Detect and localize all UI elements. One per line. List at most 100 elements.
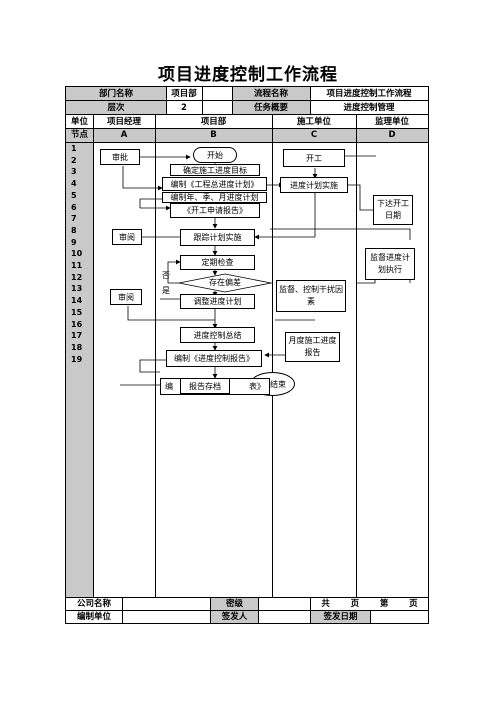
row-number: 15 xyxy=(71,307,83,317)
deviation-diamond-shape xyxy=(178,273,272,293)
vline xyxy=(310,597,311,624)
row-number: 5 xyxy=(71,190,77,200)
row-number: 10 xyxy=(71,249,83,259)
row-number: 11 xyxy=(71,261,83,270)
unit-label: 单位 xyxy=(70,117,88,127)
row-number: 18 xyxy=(71,342,83,352)
column-node-d: D xyxy=(388,130,396,140)
vline xyxy=(166,86,167,114)
page-label: 页 xyxy=(350,599,360,609)
company-label: 公司名称 xyxy=(76,599,111,609)
vline xyxy=(258,597,259,624)
level-value: 2 xyxy=(181,103,187,113)
vline xyxy=(272,114,273,597)
plan-total-box: 编制《工程总进度计划》 xyxy=(162,177,267,191)
editor-label: 编制单位 xyxy=(76,612,111,622)
row-number: 1 xyxy=(71,144,77,153)
issuer-value xyxy=(259,611,310,623)
plan-period-box: 编制年、季、月进度计划 xyxy=(162,192,267,203)
task-value: 进度控制管理 xyxy=(343,103,395,113)
column-unit-b: 项目部 xyxy=(200,117,227,127)
compile-table-left: 编 xyxy=(165,382,173,391)
no-branch-label: 否 xyxy=(162,271,170,280)
connector xyxy=(139,359,166,373)
hline xyxy=(65,610,429,611)
row-number: 12 xyxy=(71,272,83,282)
vline xyxy=(93,114,94,597)
review-box-a: 审阅 xyxy=(112,229,142,245)
row-number: 2 xyxy=(71,155,77,165)
supervise-control-box: 监督、控制干扰因素 xyxy=(276,280,346,312)
vline xyxy=(122,597,123,624)
review-box-b: 审阅 xyxy=(110,289,142,305)
node-label: 节点 xyxy=(70,130,88,140)
progress-impl-box: 进度计划实施 xyxy=(280,177,348,193)
begin-work-box: 开工 xyxy=(283,149,345,167)
vline xyxy=(370,610,371,624)
archive-box: 报告存档 xyxy=(180,378,230,394)
row-number: 6 xyxy=(71,202,77,212)
node-row-shade xyxy=(66,128,428,142)
flow-value: 项目进度控制工作流程 xyxy=(326,89,412,99)
level-label: 层次 xyxy=(66,101,166,115)
connector xyxy=(127,306,215,321)
row-number: 16 xyxy=(71,319,83,329)
confirm-target-box: 确定施工进度目标 xyxy=(170,164,260,176)
flowchart-frame xyxy=(65,86,429,624)
hline xyxy=(65,128,429,129)
row-number: 7 xyxy=(71,214,77,224)
connector xyxy=(167,259,181,284)
compile-report-box: 编制《进度控制报告》 xyxy=(166,350,262,367)
deviation-decision-label: 存在偏差 xyxy=(209,278,241,287)
connector xyxy=(348,184,376,211)
di-label: 第 xyxy=(379,599,389,609)
connector xyxy=(270,228,411,240)
vline xyxy=(210,597,211,624)
dept-value: 项目部 xyxy=(171,89,197,99)
column-unit-d: 监理单位 xyxy=(374,117,409,127)
yes-branch-label: 是 xyxy=(162,286,170,295)
summary-box: 进度控制总结 xyxy=(180,327,255,343)
column-node-c: C xyxy=(310,130,318,140)
hline xyxy=(65,597,429,598)
hline xyxy=(65,114,429,115)
adjust-plan-box: 调整进度计划 xyxy=(180,294,255,309)
secret-value xyxy=(259,598,310,610)
vline xyxy=(310,86,311,114)
row-number: 19 xyxy=(71,354,83,364)
connector xyxy=(356,280,376,284)
compile-table-right: 表》 xyxy=(249,382,265,391)
editor-value xyxy=(123,611,209,623)
column-unit-c: 施工单位 xyxy=(296,117,331,127)
page2-label: 页 xyxy=(409,599,418,609)
issue-date-box: 下达开工日期 xyxy=(373,195,413,225)
monthly-report-box: 月度施工进度报告 xyxy=(285,332,340,362)
column-unit-a: 项目经理 xyxy=(106,117,141,127)
track-box: 跟踪计划实施 xyxy=(180,229,255,246)
column-node-a: A xyxy=(120,130,128,140)
row-number: 17 xyxy=(71,331,83,341)
row-number: 8 xyxy=(71,225,77,235)
connector xyxy=(139,198,162,208)
hline xyxy=(65,100,429,101)
vline xyxy=(356,114,357,597)
column-node-b: B xyxy=(210,130,217,140)
hline xyxy=(65,142,429,143)
page-title: 项目进度控制工作流程 xyxy=(158,65,338,85)
vline xyxy=(155,114,156,597)
row-number: 4 xyxy=(71,179,77,189)
periodic-check-box: 定期检查 xyxy=(180,255,255,270)
start-terminal: 开始 xyxy=(193,147,237,163)
flow-label: 流程名称 xyxy=(232,87,310,101)
company-value xyxy=(123,598,209,610)
start-report-box: 《开工申请报告》 xyxy=(170,203,260,218)
row-number: 9 xyxy=(71,237,77,247)
issue-date-label: 签发日期 xyxy=(311,611,370,623)
task-label: 任务概要 xyxy=(232,101,310,115)
end-terminal: 结束 xyxy=(250,372,295,396)
row-number: 3 xyxy=(71,167,77,177)
secret-label: 密级 xyxy=(211,598,258,610)
page-count: 共 页 第 页 xyxy=(311,598,428,610)
row-number-column xyxy=(66,142,93,598)
